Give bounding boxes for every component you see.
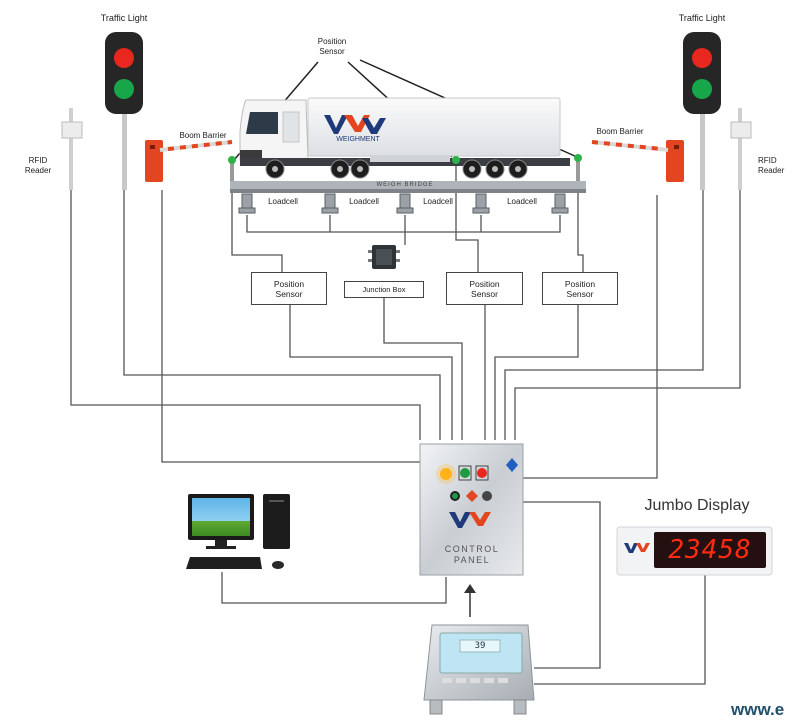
rfid-reader-left-icon [61,108,83,190]
wire-loadcell-bus [246,215,561,233]
position-sensor-box: Position Sensor [542,272,618,305]
loadcell-label: Loadcell [507,197,537,206]
wire-barrier-left [161,190,420,463]
truck-icon [239,97,570,179]
wire-junction [383,298,463,440]
wiring [70,115,741,685]
boom-barrier-right-label: Boom Barrier [596,127,644,136]
wire-ps3 [494,305,579,440]
jumbo-display-title: Jumbo Display [644,497,750,514]
wire-sensor-right [577,165,584,272]
traffic-light-left-label: Traffic Light [100,13,148,23]
loadcell-icons [238,193,569,214]
loadcell-label: Loadcell [268,197,298,206]
position-sensor-posts [228,154,582,182]
wire-barrier-right [523,195,658,479]
loadcell-label: Loadcell [349,197,379,206]
website-url: www.e [731,700,785,719]
traffic-light-right-label: Traffic Light [678,13,726,23]
rfid-reader-left-label: RFID Reader [24,156,52,175]
wire-sensor-mid [455,165,479,272]
wire-traffic-right [504,115,704,440]
wire-computer [221,572,447,604]
position-sensor-top-label: Position Sensor [317,37,347,56]
boom-barrier-right-icon [591,140,684,182]
weigh-bridge-deck [230,181,586,193]
wire-rfid-right [514,190,741,440]
position-sensor-box: Position Sensor [251,272,327,305]
control-panel-label: CONTROL PANEL [444,544,500,565]
boom-barrier-left-label: Boom Barrier [179,131,227,140]
weigh-bridge-label: WEIGH BRIDGE [376,182,434,188]
jumbo-display-value: 23458 [668,535,752,565]
wire-indicator [523,501,601,669]
jumbo-display-icon [616,526,773,576]
truck-logo [324,115,386,134]
traffic-light-right-icon [683,32,721,190]
traffic-light-left-icon [105,32,143,190]
rfid-reader-right-label: RFID Reader [758,156,785,175]
truck-brand-label: WEIGHMENT [336,136,380,143]
computer-icon [186,494,290,569]
wire-traffic-left [123,190,441,440]
position-sensor-box: Position Sensor [446,272,523,305]
wire-rfid-left [70,190,421,440]
junction-box-icon [368,245,400,269]
weight-indicator-icon [423,624,535,715]
rfid-reader-right-icon [730,108,752,190]
wire-jumbo [534,575,706,685]
wire-ps1 [289,305,453,440]
wire-sensor-left [231,165,283,272]
loadcell-label: Loadcell [423,197,453,206]
boom-barrier-left-icon [145,140,233,182]
indicator-reading: 39 [474,641,486,651]
junction-box-label: Junction Box [344,281,424,298]
signal-arrow [464,584,476,617]
control-panel-icon [419,443,524,576]
